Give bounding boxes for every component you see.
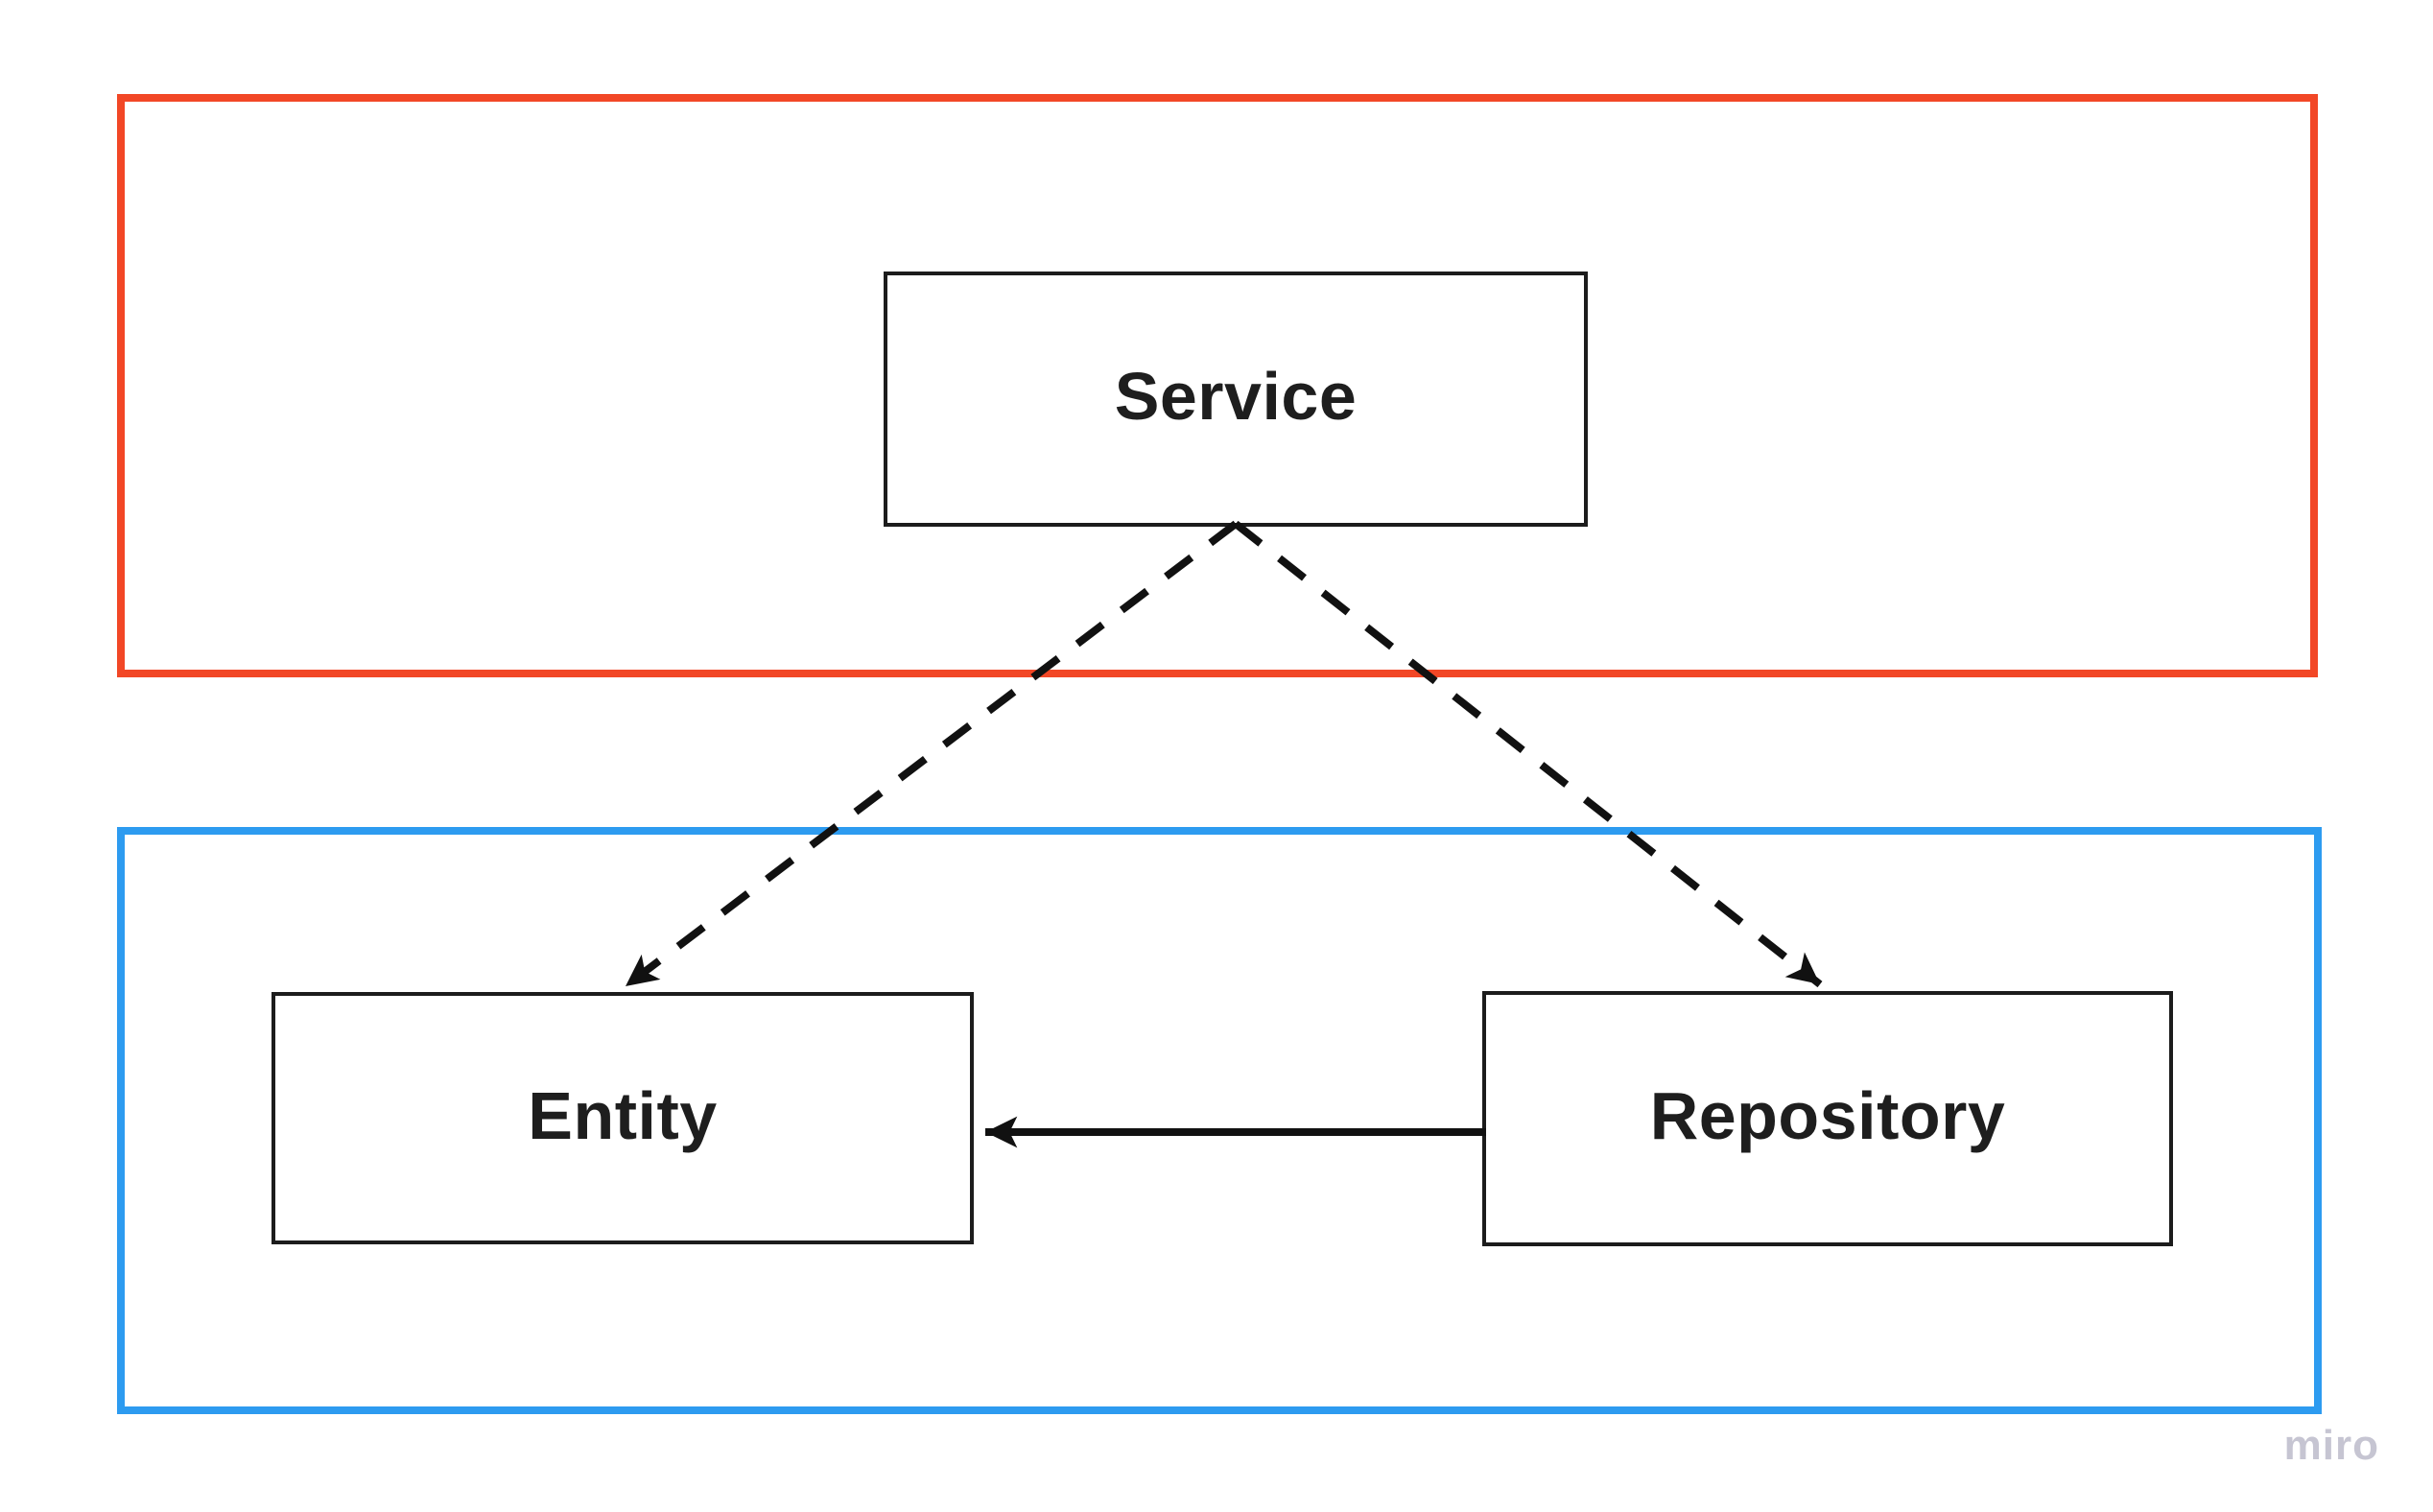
edge-service-to-entity[interactable]	[623, 520, 1239, 990]
edge-service-to-repository[interactable]	[1233, 520, 1823, 988]
service-node-label: Service	[1114, 359, 1358, 434]
service-layer-frame[interactable]	[117, 94, 2318, 677]
repository-node[interactable]: Repository	[1482, 991, 2173, 1246]
data-layer-frame[interactable]	[117, 827, 2322, 1414]
entity-node-label: Entity	[528, 1077, 718, 1153]
entity-node[interactable]: Entity	[272, 992, 974, 1244]
repository-node-label: Repository	[1649, 1078, 2006, 1153]
service-node[interactable]: Service	[884, 272, 1588, 527]
miro-logo: miro	[2283, 1422, 2379, 1469]
